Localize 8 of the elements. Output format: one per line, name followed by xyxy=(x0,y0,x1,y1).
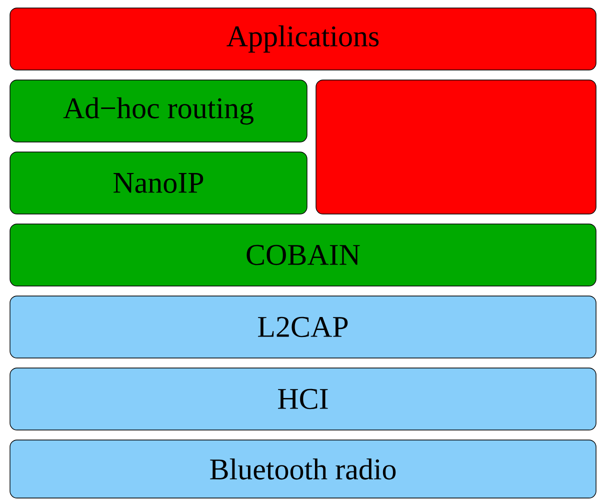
layer-box: Ad−hoc routing xyxy=(10,80,308,142)
layer-box: HCI xyxy=(10,368,596,430)
layer-box: L2CAP xyxy=(10,296,596,358)
empty-box xyxy=(316,80,596,214)
layer-box: Applications xyxy=(10,8,596,70)
layer-box: COBAIN xyxy=(10,224,596,286)
layer-box: NanoIP xyxy=(10,152,308,214)
layer-box: Bluetooth radio xyxy=(10,440,596,498)
